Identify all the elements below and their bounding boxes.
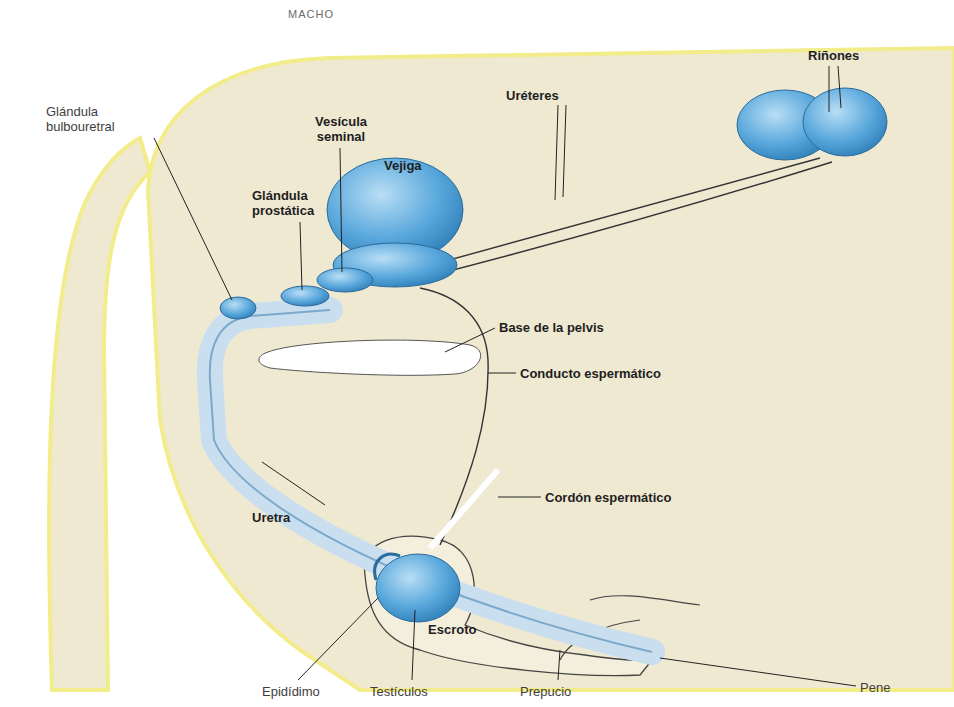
part-label: Escroto: [428, 622, 476, 637]
part-label: Epidídimo: [262, 684, 320, 699]
part-label: Glándula bulbouretral: [46, 104, 156, 134]
part-label: Testículos: [370, 684, 428, 699]
part-label: Riñones: [808, 48, 859, 63]
part-label: Glándula prostática: [252, 188, 342, 218]
part-label: Pene: [860, 680, 890, 695]
part-label: Cordón espermático: [545, 490, 671, 505]
part-label: Vejiga: [384, 158, 422, 173]
part-label: Prepucio: [520, 684, 571, 699]
part-label: Uréteres: [506, 88, 559, 103]
diagram-title: MACHO: [288, 8, 334, 20]
part-label: Uretra: [252, 510, 290, 525]
part-label: Base de la pelvis: [499, 320, 604, 335]
part-label: Vesícula seminal: [296, 114, 386, 144]
part-label: Conducto espermático: [520, 366, 661, 381]
